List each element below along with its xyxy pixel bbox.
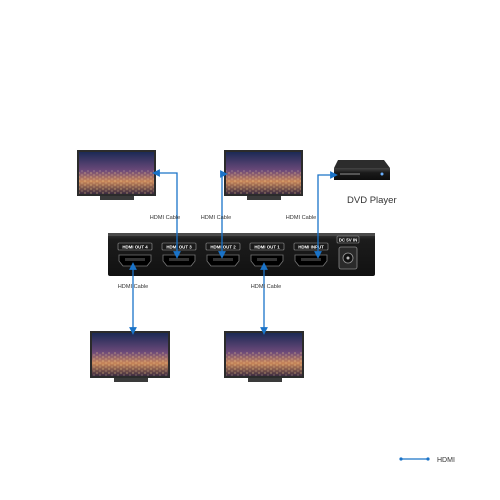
cable-label: HDMI Cable xyxy=(150,215,180,221)
tv-bottom-left xyxy=(90,331,170,382)
hdmi-splitter xyxy=(108,233,375,276)
cable-label: HDMI Cable xyxy=(118,284,148,290)
tv-top-left xyxy=(77,150,156,200)
tv-bottom-right xyxy=(224,331,304,382)
port-label: HDMI OUT 2 xyxy=(210,245,236,250)
port-label: HDMI OUT 4 xyxy=(122,245,148,250)
port-dc-power: DC 5V IN xyxy=(336,235,360,270)
cable-label: HDMI Cable xyxy=(286,215,316,221)
tv-top-middle xyxy=(224,150,303,200)
legend: HDMI xyxy=(399,457,455,464)
port-label: HDMI INPUT xyxy=(298,245,324,250)
port-label: HDMI OUT 1 xyxy=(254,245,280,250)
legend-dot xyxy=(399,457,403,461)
port-label: HDMI OUT 3 xyxy=(166,245,192,250)
dvd-player-label: DVD Player xyxy=(347,195,397,206)
port-hdmi-out-4: HDMI OUT 4 xyxy=(117,242,153,267)
hdmi-cables xyxy=(129,169,338,335)
legend-dot xyxy=(426,457,430,461)
cable-out3-to-tv-top-left xyxy=(152,169,181,259)
cable-out2-to-tv-top-middle xyxy=(218,170,228,259)
port-hdmi-out-1: HDMI OUT 1 xyxy=(249,242,285,267)
cable-label: HDMI Cable xyxy=(251,284,281,290)
port-label: DC 5V IN xyxy=(339,238,358,243)
legend-label: HDMI xyxy=(437,457,455,464)
cable-label: HDMI Cable xyxy=(201,215,231,221)
dvd-player xyxy=(334,160,390,180)
cable-dvd-to-input xyxy=(314,171,338,259)
